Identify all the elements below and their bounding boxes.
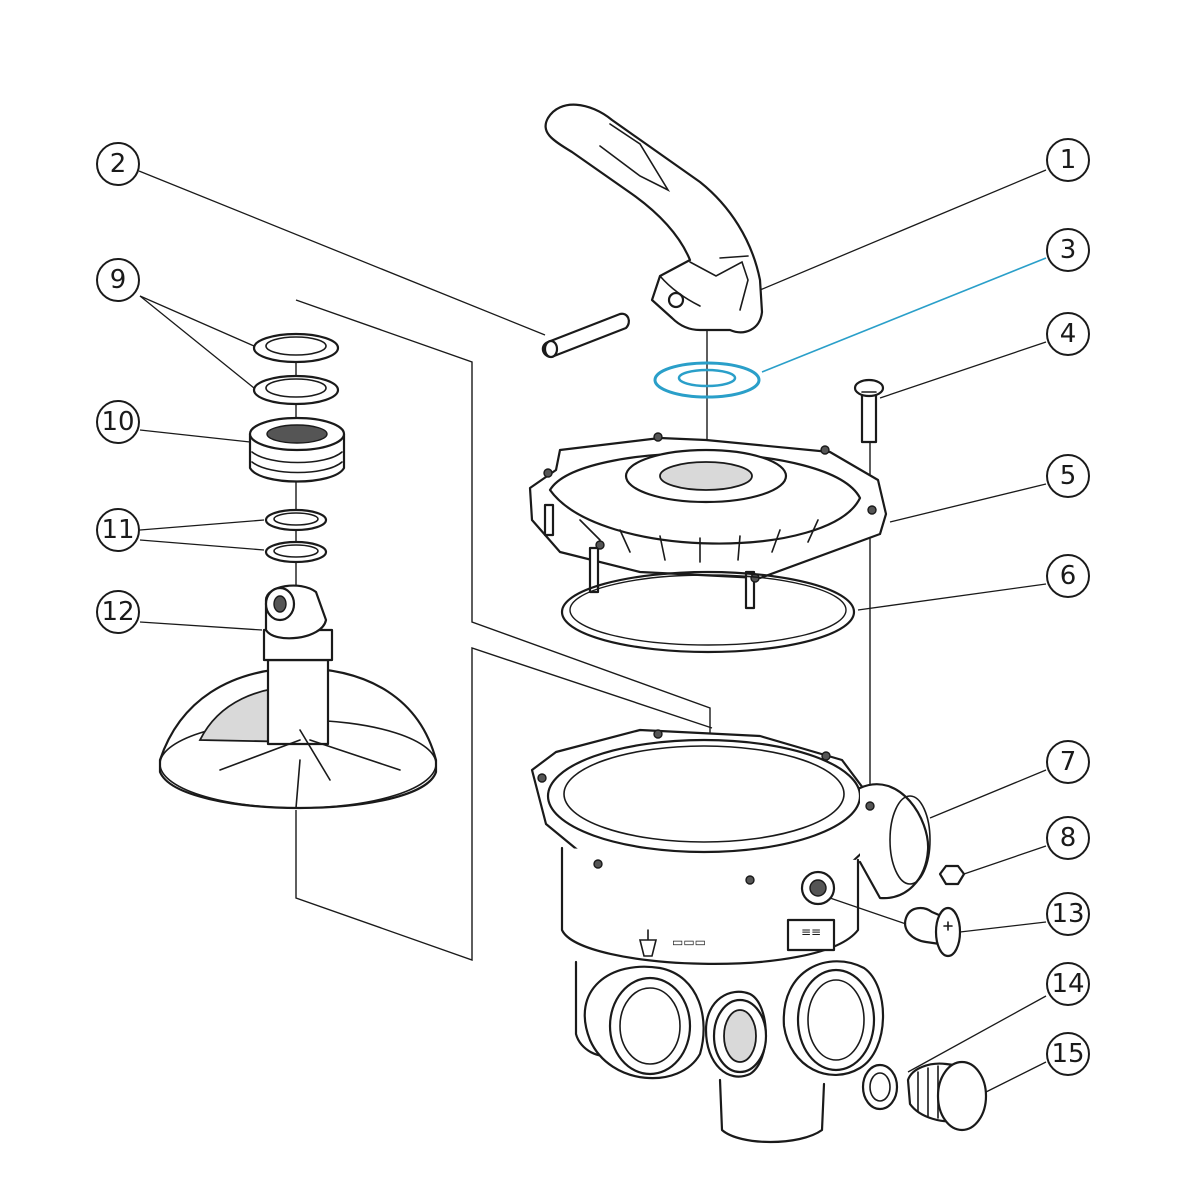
callout-label: 12 xyxy=(101,597,134,627)
callout-circle xyxy=(96,590,140,634)
callout-15: 15 xyxy=(1046,1032,1090,1076)
callout-label: 4 xyxy=(1060,319,1077,349)
callout-circle xyxy=(96,142,140,186)
callout-4: 4 xyxy=(1046,312,1090,356)
callout-circle xyxy=(96,508,140,552)
callout-13: 13 xyxy=(1046,892,1090,936)
callout-9: 9 xyxy=(96,258,140,302)
shaft-bushing xyxy=(248,416,346,483)
callout-label: 1 xyxy=(1060,145,1077,175)
callout-label: 11 xyxy=(101,515,134,545)
o-rings xyxy=(252,332,340,406)
callout-14: 14 xyxy=(1046,962,1090,1006)
callout-11: 11 xyxy=(96,508,140,552)
callout-circle xyxy=(96,258,140,302)
pin xyxy=(541,312,630,359)
nut xyxy=(938,864,966,886)
leader-lines xyxy=(138,169,1047,1093)
callout-label: 5 xyxy=(1060,461,1077,491)
cover-gasket xyxy=(560,570,856,654)
callout-10: 10 xyxy=(96,400,140,444)
handle xyxy=(544,103,764,334)
valve-cover xyxy=(528,432,888,610)
callout-circle xyxy=(1046,962,1090,1006)
callout-5: 5 xyxy=(1046,454,1090,498)
callout-7: 7 xyxy=(1046,740,1090,784)
callout-circle xyxy=(1046,554,1090,598)
callout-1: 1 xyxy=(1046,138,1090,182)
callout-8: 8 xyxy=(1046,816,1090,860)
callout-circle xyxy=(1046,1032,1090,1076)
drain-plug xyxy=(906,1060,988,1132)
callout-label: 13 xyxy=(1051,899,1084,929)
callout-2: 2 xyxy=(96,142,140,186)
body-mark-a: ▭▭▭ xyxy=(672,935,706,949)
small-o-rings xyxy=(264,508,328,564)
callout-6: 6 xyxy=(1046,554,1090,598)
pressure-gauge-plug xyxy=(904,906,962,958)
washer xyxy=(653,361,761,399)
rotor xyxy=(158,584,438,810)
callout-label: 14 xyxy=(1051,969,1084,999)
callout-circle xyxy=(1046,740,1090,784)
callout-label: 8 xyxy=(1060,823,1077,853)
callout-label: 6 xyxy=(1060,561,1077,591)
callout-label: 10 xyxy=(101,407,134,437)
callout-circle xyxy=(1046,138,1090,182)
callout-12: 12 xyxy=(96,590,140,634)
valve-body: ≡≡ ▭▭▭ xyxy=(530,728,931,1144)
screw xyxy=(853,378,885,444)
callout-label: 15 xyxy=(1051,1039,1084,1069)
drain-gasket xyxy=(861,1063,899,1111)
callout-label: 3 xyxy=(1060,235,1077,265)
callout-circle xyxy=(1046,816,1090,860)
callout-circle xyxy=(96,400,140,444)
body-mark-b: ≡≡ xyxy=(801,925,821,939)
callout-circle xyxy=(1046,892,1090,936)
callout-circle xyxy=(1046,454,1090,498)
callout-circle xyxy=(1046,312,1090,356)
callout-3: 3 xyxy=(1046,228,1090,272)
callout-label: 7 xyxy=(1060,747,1077,777)
callout-label: 9 xyxy=(110,265,127,295)
callout-label: 2 xyxy=(110,149,127,179)
callout-circle xyxy=(1046,228,1090,272)
